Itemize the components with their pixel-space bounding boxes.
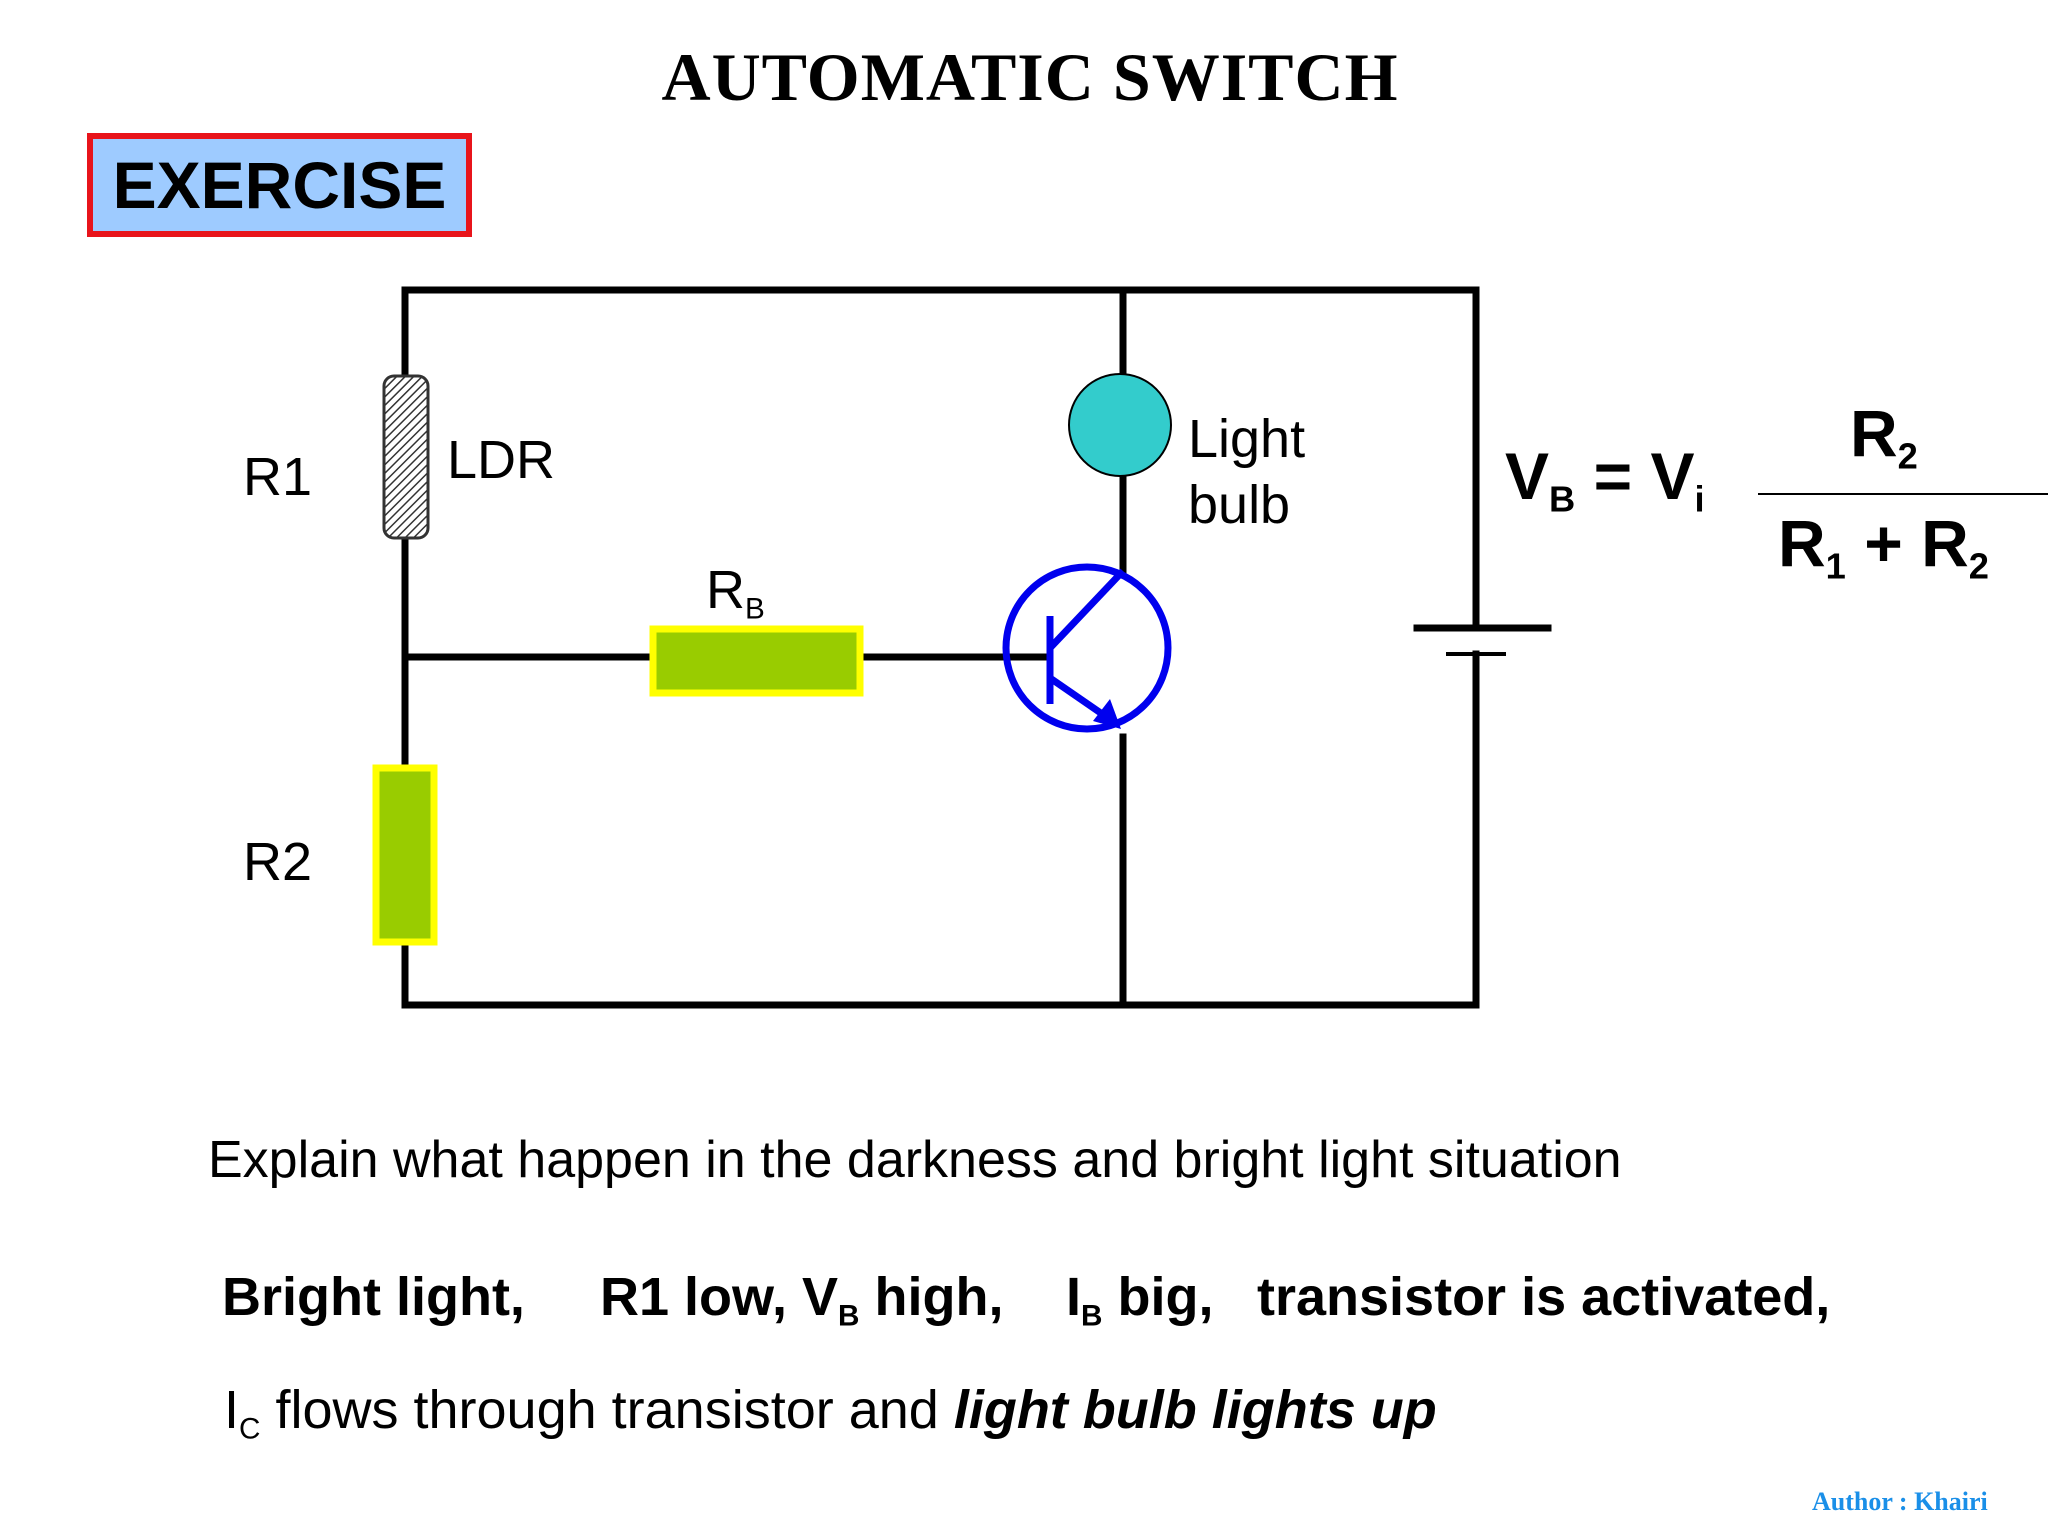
question-text: Explain what happen in the darkness and … <box>208 1131 1622 1189</box>
answer-bulb-lights: light bulb lights up <box>953 1380 1437 1440</box>
label-light-bulb: Light bulb <box>1188 409 1306 535</box>
fraction-line <box>1758 493 2048 495</box>
label-r1: R1 <box>243 447 313 507</box>
exercise-badge: EXERCISE <box>87 133 472 237</box>
answer-r1-vb: R1 low, VB high, <box>600 1267 1004 1333</box>
label-rb: RB <box>706 560 765 626</box>
ldr-r1 <box>382 374 430 540</box>
formula-denominator: R1 + R2 <box>1778 506 1989 587</box>
label-r2: R2 <box>243 832 313 892</box>
answer-ic-flows: IC flows through transistor and light bu… <box>224 1380 1437 1446</box>
formula-lhs: VB = Vi <box>1505 439 1705 520</box>
emitter-arrow <box>1093 699 1121 729</box>
resistor-rb <box>649 625 864 697</box>
answer-activated: transistor is activated, <box>1257 1267 1831 1327</box>
answer-bright-light: Bright light, <box>222 1267 525 1327</box>
author-credit: Author : Khairi <box>1812 1487 1988 1516</box>
answer-ib: IB big, <box>1066 1267 1214 1333</box>
formula-numerator: R2 <box>1850 396 1918 477</box>
light-bulb <box>1068 373 1172 477</box>
label-ldr: LDR <box>447 430 556 490</box>
slide-title: AUTOMATIC SWITCH <box>661 39 1399 115</box>
npn-transistor <box>1002 563 1172 733</box>
resistor-r2 <box>372 764 438 946</box>
